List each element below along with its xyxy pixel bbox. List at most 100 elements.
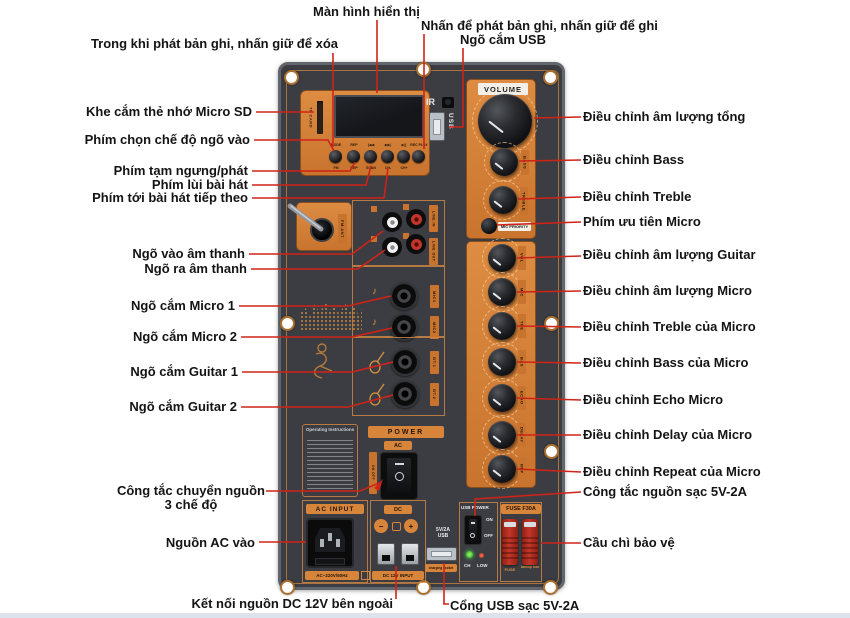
screw-icon: [543, 70, 558, 85]
callout-mic-volume: Điều chỉnh âm lượng Micro: [583, 283, 752, 298]
mic-treble-knob[interactable]: [482, 306, 522, 346]
usb-port-label: USB: [447, 113, 454, 130]
callout-mic-treble: Điều chỉnh Treble của Micro: [583, 319, 756, 334]
callout-ac-in: Nguồn AC vào: [165, 535, 255, 550]
callout-mic-echo: Điều chỉnh Echo Micro: [583, 392, 724, 407]
mic-delay-tag: DELAY: [518, 423, 526, 447]
treble-knob[interactable]: [483, 180, 523, 220]
line-in-right-jack[interactable]: [406, 209, 426, 229]
bass-knob[interactable]: [484, 142, 524, 182]
line-out-right-jack[interactable]: [406, 234, 426, 254]
guitar1-jack[interactable]: [391, 348, 419, 376]
ch-label: CH: [464, 563, 471, 568]
power-ac-label: AC: [384, 441, 412, 450]
dc-plus-terminal-label: +: [404, 519, 418, 533]
callout-mic1: Ngõ cắm Micro 1: [130, 298, 235, 313]
tf-card-slot[interactable]: [317, 101, 323, 134]
mic-treble-tag: TRE: [518, 314, 526, 338]
mode-button[interactable]: [329, 150, 342, 163]
callout-usb-socket: Ngõ cắm USB: [460, 32, 546, 47]
guitar-volume-knob[interactable]: [482, 238, 522, 278]
screw-icon: [416, 580, 431, 595]
callout-guitar-volume: Điều chỉnh âm lượng Guitar: [583, 247, 756, 262]
fm-antenna-mount: [310, 218, 334, 242]
fuse-header: FUSE F30A: [501, 504, 541, 514]
callout-master-volume: Điều chỉnh âm lượng tổng: [583, 109, 746, 124]
play-pause-button[interactable]: [397, 150, 410, 163]
instructions-text-lines: [307, 440, 353, 492]
mic-repeat-knob[interactable]: [482, 449, 522, 489]
usb-power-off-label: OFF: [484, 533, 493, 538]
fuse-main[interactable]: [502, 519, 518, 565]
mic1-jack[interactable]: [390, 282, 418, 310]
mic2-icon: ♪: [372, 317, 377, 328]
mode-button-label: MODE: [330, 143, 342, 147]
callout-next-track: Phím tới bài hát tiếp theo: [92, 190, 248, 205]
ir-label: IR: [426, 97, 435, 107]
mic2-tag: MIC2: [430, 316, 439, 339]
guitar2-jack[interactable]: [391, 380, 419, 408]
mic-delay-knob[interactable]: [482, 415, 522, 455]
fuse-label: FUSE: [504, 567, 516, 572]
dc-meter-icon: [392, 522, 401, 531]
callout-mic-priority: Phím ưu tiên Micro: [583, 214, 701, 229]
usb-port[interactable]: [429, 112, 445, 141]
guitar-section: [352, 337, 445, 416]
scan-label: SCAN: [366, 166, 376, 170]
mic-echo-knob[interactable]: [482, 378, 522, 418]
line-out-left-jack[interactable]: [382, 237, 402, 257]
callout-microsd: Khe cắm thẻ nhớ Micro SD: [86, 104, 252, 119]
mic-priority-button[interactable]: [481, 218, 497, 234]
screw-icon: [544, 316, 559, 331]
callout-guitar2: Ngõ cắm Guitar 2: [129, 399, 237, 414]
callout-prev-track: Phím lùi bài hát: [151, 177, 248, 192]
mic-volume-knob[interactable]: [482, 272, 522, 312]
guitar2-icon: [369, 383, 385, 406]
backup-fuse-label: backup fuse: [520, 565, 540, 569]
usb-power-switch[interactable]: [464, 515, 482, 545]
usb-charge-port[interactable]: [426, 547, 457, 561]
callout-bass: Điều chỉnh Bass: [583, 152, 685, 167]
bass-tag: BASS: [521, 150, 529, 175]
power-mode-switch[interactable]: [380, 452, 418, 500]
low-label: LOW: [477, 563, 488, 568]
play-pause-button-label: ▶||: [401, 143, 407, 147]
callout-audio-in: Ngõ vào âm thanh: [132, 246, 245, 261]
instructions-box: [302, 424, 358, 497]
callout-mic-bass: Điều chỉnh Bass của Micro: [583, 355, 749, 370]
dc-terminal-plus[interactable]: [401, 543, 419, 565]
volume-knob[interactable]: [472, 88, 538, 154]
callout-record-play: Nhấn để phát bản ghi, nhấn giữ để ghi: [421, 18, 658, 33]
fuse-backup[interactable]: [522, 519, 538, 565]
mic1-icon: ♪: [372, 286, 377, 297]
next-track-button[interactable]: [381, 150, 394, 163]
rep-button[interactable]: [347, 150, 360, 163]
rec-play-button-label: REC PLAY: [410, 143, 428, 147]
callout-mic-repeat: Điều chỉnh Repeat của Micro: [583, 464, 761, 479]
rec-play-button[interactable]: [412, 150, 425, 163]
treble-tag: TREBLE: [520, 187, 528, 215]
ac-socket[interactable]: [306, 518, 354, 568]
line-in-left-jack[interactable]: [382, 212, 402, 232]
callout-usb-charge: Cổng USB sạc 5V-2A: [450, 598, 580, 613]
callout-mode-select: Phím chọn chế độ ngõ vào: [84, 132, 250, 147]
ac-rating-icon: [361, 571, 370, 580]
callout-treble: Điều chỉnh Treble: [583, 189, 692, 204]
lcd-display: [334, 95, 424, 138]
guitar-volume-tag: VOL: [518, 246, 526, 270]
power-dc-label: DC: [384, 505, 412, 514]
ac-input-header: AC INPUT: [306, 504, 364, 514]
mic1-tag: MIC1: [430, 285, 439, 308]
mic2-jack[interactable]: [390, 313, 418, 341]
callout-pause-play: Phím tạm ngưng/phát: [113, 163, 248, 178]
power-onoff-tag: ON OFF: [369, 452, 377, 494]
prev-track-button[interactable]: [364, 150, 377, 163]
ch-plus-label: CH+: [400, 166, 408, 170]
mic-priority-label: MIC PRIORITY: [498, 222, 531, 231]
mic-bass-knob[interactable]: [482, 342, 522, 382]
usb-power-on-label: ON: [486, 517, 493, 522]
musician-graphic: [313, 343, 333, 379]
dc-terminal-minus[interactable]: [377, 543, 395, 565]
dc-minus-terminal-label: −: [374, 519, 388, 533]
